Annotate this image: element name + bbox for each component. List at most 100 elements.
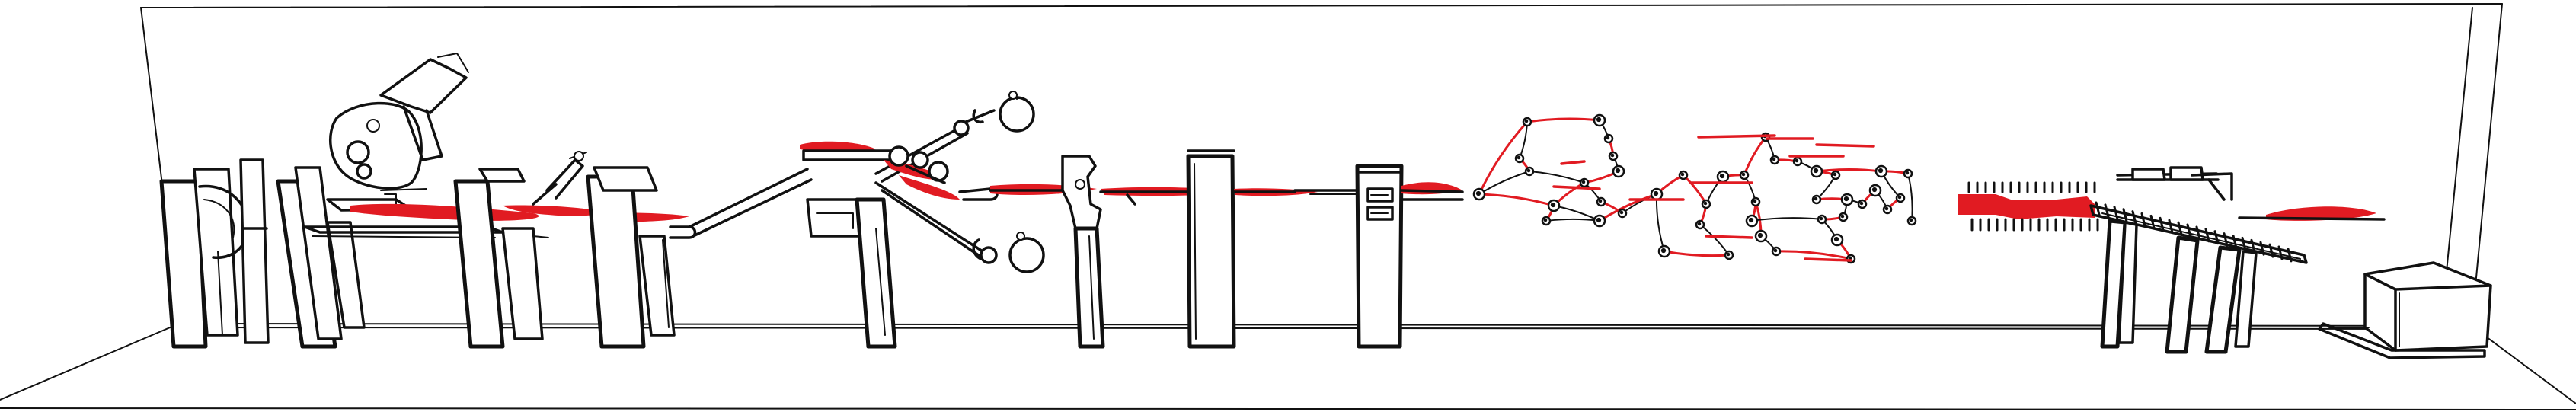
roller-hub [1843,196,1849,202]
roller-hub [1619,210,1624,215]
conveyor-slat [2250,238,2256,254]
roller-hub [1813,168,1819,174]
roller-hub [1748,217,1754,223]
guide-line [1529,171,1585,184]
web-strand [1560,160,1586,165]
roller-hub [1596,117,1602,123]
conveyor-slat [2140,212,2146,227]
web-strand [1804,257,1852,262]
web-strand [1552,185,1601,190]
output-box [2318,261,2492,359]
web-splitting-network [1472,113,1917,264]
web-strand [1697,134,1776,139]
transfer-web-1 [688,168,813,238]
roller-hub [1757,232,1763,238]
roller-hub [1741,172,1746,177]
roller-hub [1897,195,1902,200]
roller-hub [1884,206,1889,211]
stacking-conveyor [1958,166,2386,354]
conveyor-slat [2149,214,2156,229]
roller-hub [1871,187,1878,193]
web-strand [1526,117,1601,123]
roller-hub [1581,180,1586,184]
conveyor-slat [2241,236,2247,251]
web-strand [1705,235,1753,239]
roller-hub [1753,199,1757,203]
conveyor-slats [2095,201,2293,263]
roller-hub [1596,217,1602,223]
roller-hub [1524,119,1529,123]
roller-hub [1610,153,1615,158]
roller-hub [1833,236,1839,242]
press-column [1186,149,1236,349]
room-outline [0,3,2576,410]
conveyor-slat [2259,241,2265,256]
transfer-web-4 [1232,188,1357,196]
roller-hub [1795,158,1799,163]
conveyor-slat [2095,201,2101,216]
conveyor-slat [2168,219,2174,234]
web-material-section-1 [350,203,689,222]
guide-line [1655,193,1665,252]
conveyor-slat [2104,203,2110,219]
roller-hub [1653,190,1659,196]
conveyor-slat [2113,206,2119,221]
web-strand [1478,193,1555,207]
roller-hub [1814,196,1818,201]
conveyor-slat [2232,235,2238,249]
web-strand [1663,250,1731,257]
roller-hub [1660,248,1667,254]
guide-line [1478,171,1530,195]
roller-hub [1909,218,1913,222]
first-forming-station [453,151,697,349]
roller-hub [1905,171,1910,175]
guillotine-cutter [1061,155,1105,349]
unwind-stand [159,158,270,349]
roller-hub [1526,168,1531,173]
conveyor-slat [2268,243,2274,258]
roller-hub [1773,248,1778,253]
conveyor-slat [2223,232,2229,248]
roller-hub [1878,168,1884,174]
comb-teeth [1967,181,2099,232]
web-strand [1478,120,1529,196]
roller-hub [1475,190,1481,196]
roller-hub [1615,168,1621,174]
conveyor-slat [2213,230,2220,245]
guide-line [1545,218,1600,222]
roller-hub [1697,222,1702,226]
conveyor-slat [2195,225,2201,241]
guide-line [1751,217,1823,222]
web-strand [1743,136,1767,177]
web-strand [1815,143,1875,148]
conveyor-slat [2131,210,2137,225]
roller-hub [1543,218,1548,222]
conveyor-slat [2177,221,2183,236]
conveyor-slat [2277,245,2284,260]
roller-hub [1859,201,1864,206]
web-strand [1775,250,1852,260]
roller-hub [1772,157,1776,161]
web-strand [1682,174,1708,206]
roller-hub [1833,172,1837,177]
pulley-crane [800,91,1045,349]
roller-hub [1719,173,1725,179]
roller-hub [1703,201,1708,206]
roller-hub [1598,199,1603,203]
conveyor-slat [2204,228,2210,243]
conveyor-slat [2159,216,2165,232]
conveyor-slat [2122,208,2128,223]
roller-hub [1550,202,1556,208]
guide-line [1699,224,1730,256]
roller-hub [1680,172,1685,177]
roller-hub [1840,214,1845,219]
roller-hub [1848,256,1852,260]
feeding-robot [276,53,504,349]
web-strand [1815,168,1883,173]
roller-hub [1819,216,1823,221]
roller-hub [1726,252,1731,257]
guide-line [1907,173,1913,222]
conveyor-slat [2287,248,2293,263]
